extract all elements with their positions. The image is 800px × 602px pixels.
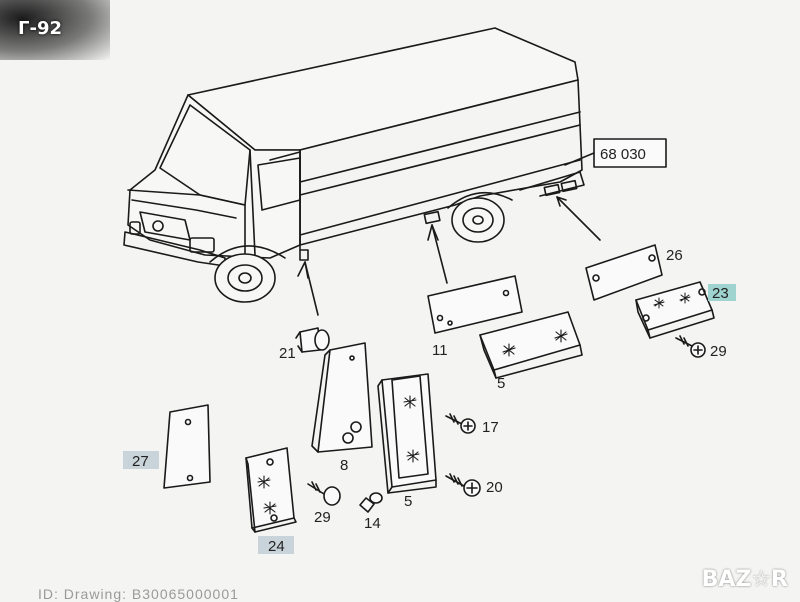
part-24-lamp — [245, 447, 297, 533]
callout-8: 8 — [340, 457, 348, 474]
callout-14: 14 — [364, 515, 381, 532]
part-11-plate — [427, 275, 523, 334]
screw-29-right — [675, 335, 706, 358]
callout-5-lower: 5 — [404, 493, 412, 510]
callout-20: 20 — [486, 479, 503, 496]
screw-29-bottom — [307, 481, 341, 506]
drawing-id-text: ID: Drawing: B30065000001 — [38, 586, 239, 602]
part-26-plate — [585, 244, 663, 301]
rivet-21 — [295, 327, 330, 353]
callout-26: 26 — [666, 247, 683, 264]
leader-arrows — [297, 196, 601, 316]
corner-tag: Г-92 — [18, 18, 62, 39]
screw-17 — [445, 413, 476, 434]
part-8-wedge — [311, 342, 373, 453]
callout-21: 21 — [279, 345, 296, 362]
callout-27-highlight — [123, 451, 159, 469]
watermark-logo: BAZ☆R — [701, 567, 788, 592]
ref-code-text: 68 030 — [600, 146, 646, 163]
callout-29-bottom: 29 — [314, 509, 331, 526]
bulb-14 — [359, 492, 383, 513]
part-5-lamp-upper — [479, 311, 583, 379]
dark-corner-shade — [0, 0, 110, 60]
callout-27: 27 — [132, 453, 149, 470]
callout-5-upper: 5 — [497, 375, 505, 392]
callout-23: 23 — [712, 285, 729, 302]
callout-24-highlight — [258, 536, 294, 554]
screw-20 — [445, 473, 481, 497]
callout-29-right: 29 — [710, 343, 727, 360]
part-5-lamp-lower — [377, 373, 437, 494]
part-27-plate — [163, 404, 211, 489]
part-23-lamp — [635, 281, 715, 339]
frost-symbol — [502, 329, 568, 357]
callout-23-highlight — [708, 284, 736, 301]
callout-11: 11 — [432, 342, 448, 359]
callout-17: 17 — [482, 419, 499, 436]
callout-24: 24 — [268, 538, 285, 555]
van-illustration — [123, 27, 585, 303]
